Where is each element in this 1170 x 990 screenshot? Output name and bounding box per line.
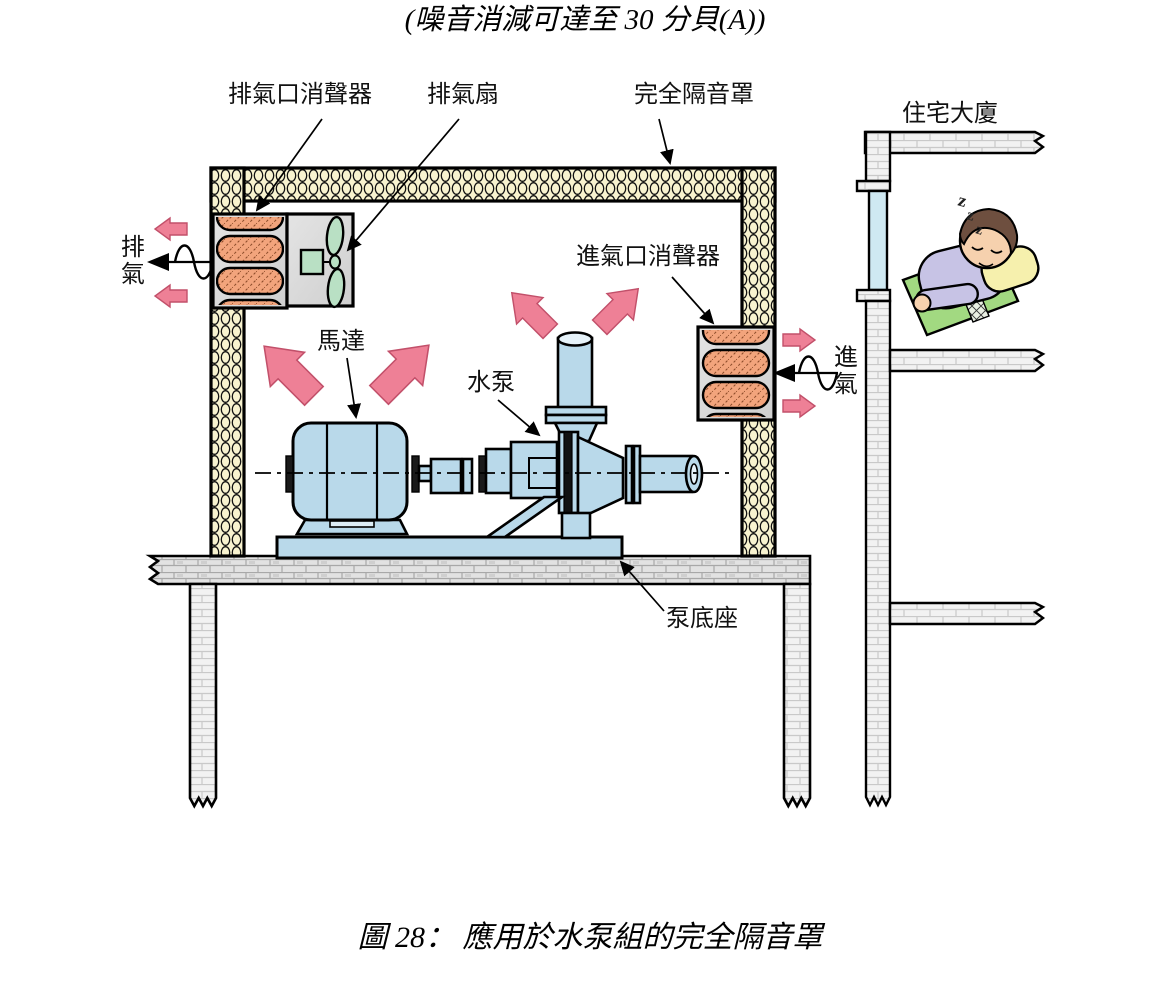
- exhaust-sound-wave-arrow: [147, 244, 215, 280]
- pump-volute-cone: [576, 434, 625, 522]
- silencer-baffle: [216, 217, 284, 232]
- wave-arrowhead: [773, 364, 795, 382]
- figure-caption: 圖 28： 應用於水泵組的完全隔音罩: [357, 921, 823, 954]
- silencer-baffle: [705, 412, 767, 417]
- pump-brace: [482, 495, 567, 539]
- window-ledge-bottom: [855, 288, 892, 303]
- pump-base-plate: [275, 535, 624, 560]
- exhaust-air-arrow: [154, 284, 188, 308]
- discharge-pipe-bore: [689, 463, 699, 485]
- exhaust-air-arrow: [154, 217, 188, 241]
- building-wall-lower: [864, 299, 892, 808]
- label-exhaust-air: 排氣: [116, 234, 143, 288]
- label-intake-air: 進氣: [829, 344, 856, 398]
- closed-eye-left: [971, 246, 984, 251]
- fan-blade-bottom: [326, 267, 346, 309]
- air-inlet-silencer: [696, 325, 776, 422]
- figure-subtitle: (噪音消減可達至 30 分貝(A)): [404, 4, 766, 36]
- silencer-baffle: [218, 298, 282, 305]
- building-bottom-slab: [888, 601, 1046, 626]
- table-stand: [145, 554, 812, 809]
- pump-noise-arrow: [497, 278, 565, 346]
- silencer-baffle: [701, 330, 771, 346]
- label-exhaust-outlet-silencer: 排氣口消聲器: [228, 82, 372, 108]
- closed-eye-right: [990, 249, 1003, 254]
- motor-noise-arrow: [360, 326, 448, 414]
- leader-lines: [255, 118, 715, 612]
- pump-inlet-block: [484, 447, 513, 495]
- riser-pipe: [556, 336, 594, 410]
- pump-pedestal: [560, 511, 592, 540]
- leader-water-pump: [497, 399, 541, 437]
- silencer-baffle: [701, 380, 771, 410]
- sleep-z: z: [974, 221, 985, 238]
- table-slab: [145, 554, 812, 586]
- building-wall-upper: [864, 130, 892, 183]
- pump-set: [275, 331, 704, 560]
- leader-pump-base: [619, 560, 665, 612]
- silencer-baffle: [216, 266, 284, 296]
- wave-sine: [797, 355, 839, 391]
- person-hair: [958, 207, 1019, 257]
- motor-panel-lines: [325, 424, 379, 519]
- discharge-flange-1: [624, 444, 634, 505]
- label-exhaust-fan: 排氣扇: [427, 82, 499, 108]
- leader-exhaust-silencer: [255, 118, 323, 212]
- table-leg-right: [782, 582, 812, 809]
- motor-body: [291, 421, 409, 522]
- sleep-z: z: [956, 190, 969, 211]
- label-motor: 馬達: [317, 329, 365, 355]
- window-ledge-top: [855, 179, 892, 193]
- silencer-baffle: [216, 234, 284, 264]
- exhaust-fan-unit: [285, 212, 355, 309]
- fan-motor-block: [299, 248, 325, 276]
- wave-arrowhead: [147, 253, 169, 271]
- motor-end-cap-left: [285, 455, 294, 493]
- pump-casing: [509, 440, 559, 500]
- window: [867, 189, 889, 292]
- mouth: [978, 262, 994, 268]
- coupling-half-left: [429, 457, 463, 495]
- leader-motor: [346, 357, 361, 419]
- riser-pipe-mouth: [556, 331, 594, 347]
- leader-enclosure: [658, 118, 674, 165]
- label-full-acoustic-enclosure: 完全隔音罩: [634, 82, 754, 108]
- sleeping-person: [901, 207, 1040, 337]
- intake-air-arrow: [782, 394, 816, 418]
- building-top-slab: [863, 130, 1046, 155]
- silencer-baffle: [701, 348, 771, 378]
- discharge-pipe: [638, 454, 694, 494]
- leader-exhaust-fan: [346, 118, 460, 252]
- building-mid-slab: [888, 348, 1046, 373]
- residential-building: [855, 130, 1046, 808]
- pump-noise-arrow: [585, 274, 653, 342]
- label-air-inlet-silencer: 進氣口消聲器: [576, 244, 720, 270]
- motor-pedestal-lip: [329, 520, 375, 528]
- table-leg-left: [188, 582, 218, 809]
- sleep-z: z: [965, 207, 977, 225]
- intake-air-arrow: [782, 328, 816, 352]
- label-water-pump: 水泵: [467, 370, 515, 396]
- label-residential-building: 住宅大廈: [902, 101, 998, 127]
- leader-inlet-silencer: [671, 276, 715, 325]
- label-pump-base: 泵底座: [666, 606, 738, 632]
- intake-sound-wave-arrow: [773, 355, 839, 391]
- fan-hub: [329, 254, 341, 270]
- wave-sine: [173, 244, 215, 280]
- person-hand: [912, 293, 932, 313]
- coupling-half-right: [461, 457, 474, 495]
- enclosure-top-wall: [209, 166, 777, 203]
- exhaust-outlet-silencer: [211, 212, 289, 310]
